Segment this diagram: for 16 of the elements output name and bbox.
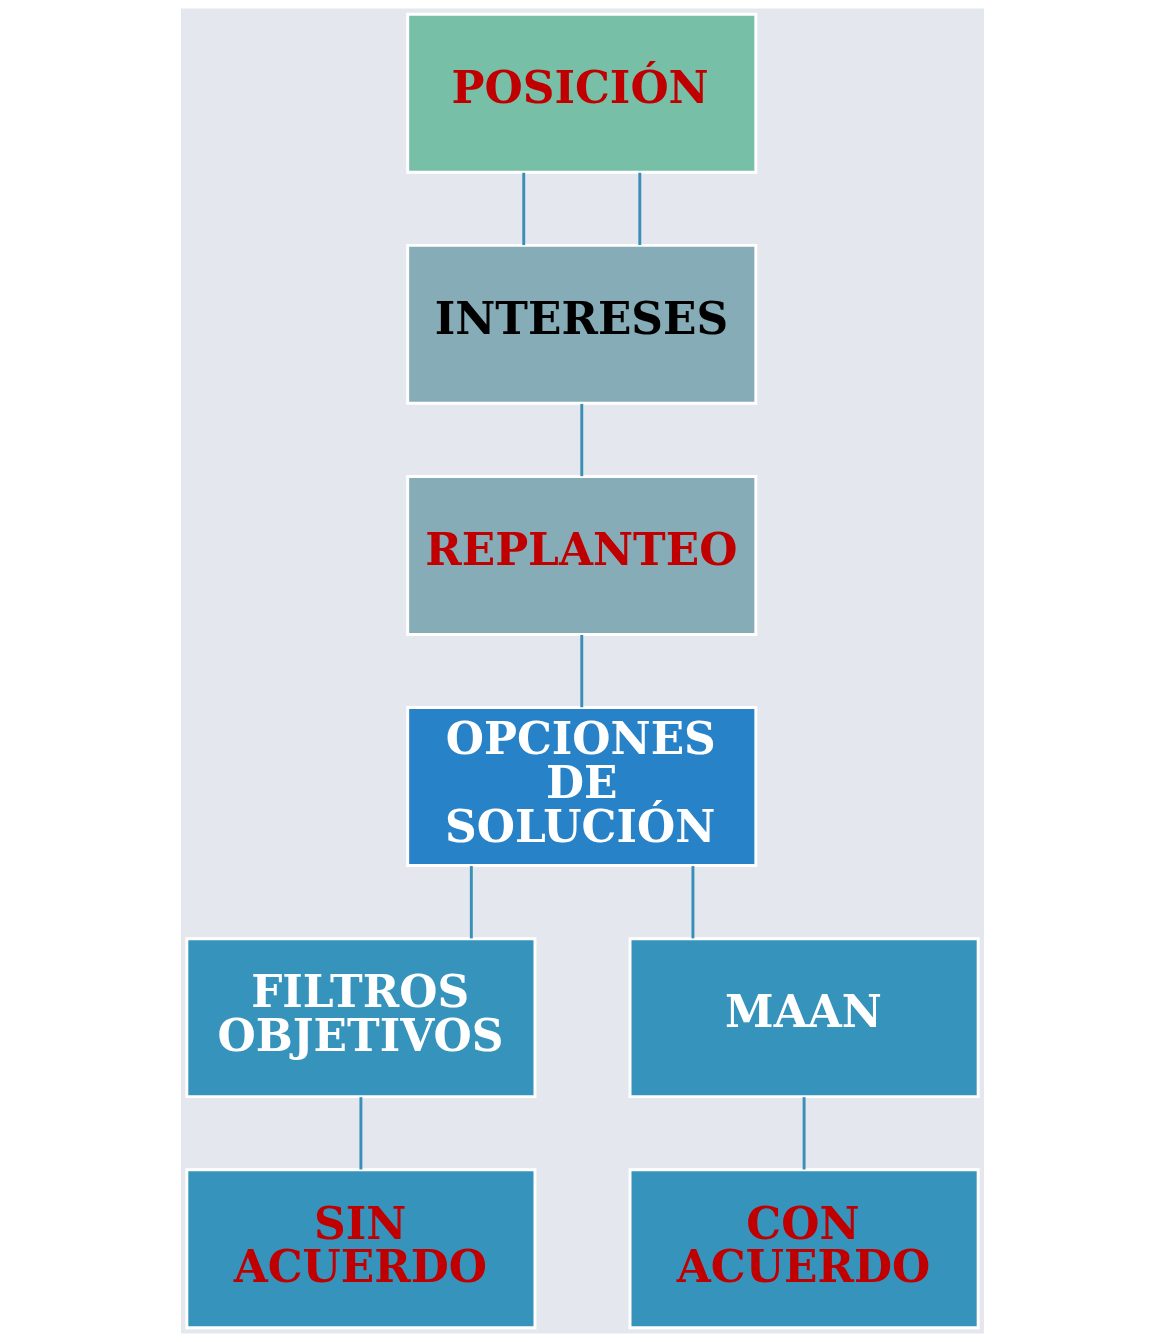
node-box: POSICIÓN (406, 12, 758, 174)
node-box: OPCIONES DE SOLUCIÓN (406, 706, 758, 867)
connector (691, 866, 695, 939)
connector (802, 1097, 806, 1170)
connector (580, 403, 584, 477)
node-box: CON ACUERDO (628, 1168, 980, 1330)
node-box: INTERESES (406, 243, 758, 405)
node-box: MAAN (628, 937, 980, 1099)
connector (522, 172, 526, 246)
connector (469, 866, 473, 939)
connector (580, 634, 584, 708)
connector (638, 172, 642, 246)
node-box: SIN ACUERDO (185, 1168, 537, 1330)
node-box: REPLANTEO (406, 475, 758, 636)
node-box: FILTROS OBJETIVOS (185, 937, 537, 1099)
connector (359, 1097, 363, 1170)
